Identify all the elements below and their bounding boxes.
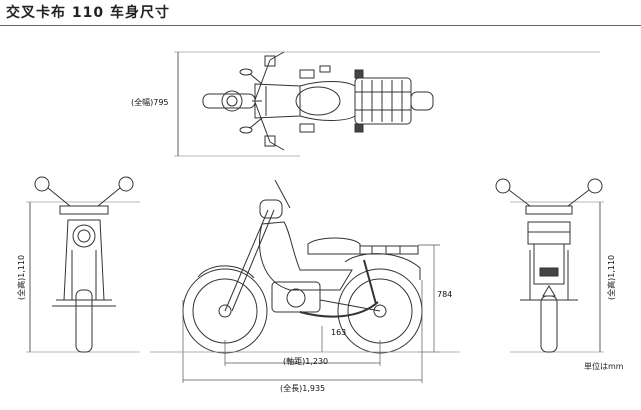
side-dimension-lines bbox=[150, 244, 460, 383]
wheelbase-label: (軸距)1,230 bbox=[283, 357, 329, 366]
top-view bbox=[174, 51, 600, 157]
overall-height-label-front: (全高)1,110 bbox=[17, 254, 26, 300]
overall-length-label: (全長)1,935 bbox=[280, 384, 326, 393]
overall-width-label: (全幅)795 bbox=[131, 98, 169, 107]
seat-height-label: 784 bbox=[437, 290, 453, 299]
unit-note: 単位はmm bbox=[584, 362, 624, 371]
page-title: 交叉卡布 110 车身尺寸 bbox=[6, 5, 170, 21]
ground-clearance-label: 163 bbox=[331, 328, 347, 337]
front-view bbox=[26, 176, 140, 353]
overall-height-label-rear: (全高)1,110 bbox=[607, 254, 616, 300]
rear-view bbox=[495, 178, 604, 353]
title-divider bbox=[0, 25, 641, 26]
side-view bbox=[182, 179, 423, 354]
